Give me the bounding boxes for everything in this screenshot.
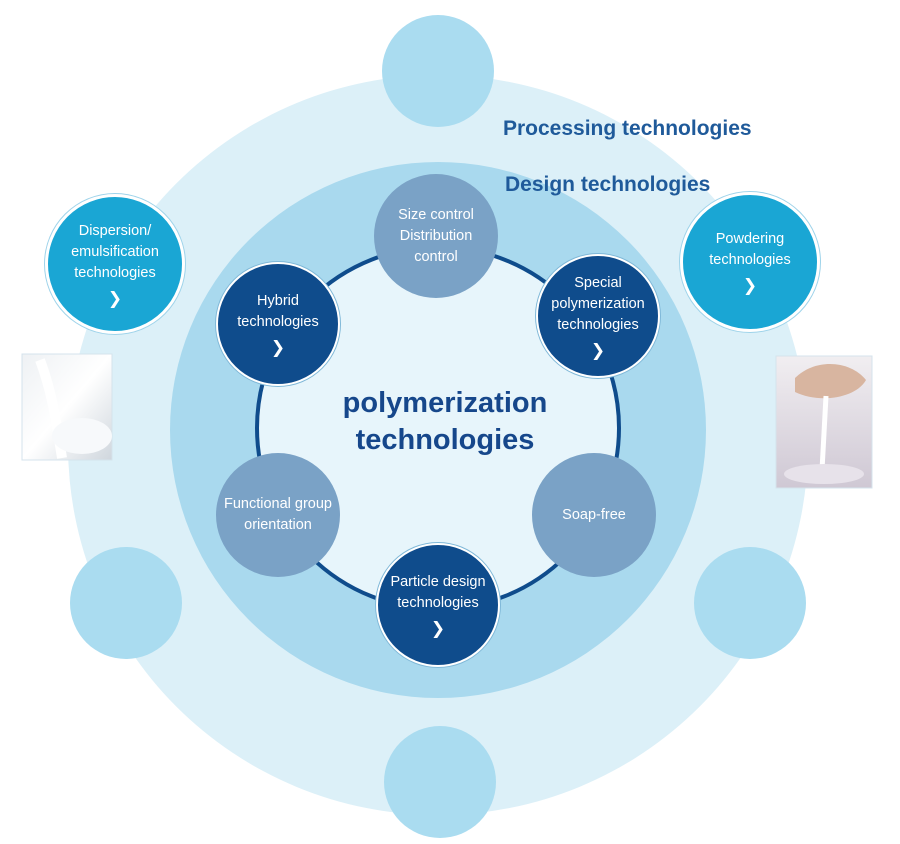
chevron-right-icon: ❯: [590, 340, 606, 360]
node-size-control: Size control Distribution control: [374, 174, 498, 298]
center-title-line1: polymerization: [342, 387, 548, 419]
node-label: Size control Distribution control: [398, 206, 474, 265]
empty-node-bottom: [384, 726, 496, 838]
powder-photo: [775, 355, 873, 489]
design-technologies-label: Design technologies: [505, 173, 711, 196]
milk-photo: [21, 353, 113, 461]
empty-node-left: [70, 547, 182, 659]
chevron-right-icon: ❯: [270, 338, 286, 357]
node-label: Functional group orientation: [223, 496, 332, 533]
center-title: polymerization technologies: [330, 385, 560, 459]
center-title-line2: technologies: [355, 424, 535, 456]
node-label: Special polymerization technologies: [551, 274, 645, 333]
chevron-right-icon: ❯: [107, 288, 123, 308]
node-particle-design[interactable]: Particle design technologies ❯: [376, 543, 500, 667]
node-soap-free: Soap-free: [532, 453, 656, 577]
node-label: Particle design technologies: [390, 574, 486, 611]
node-label: Dispersion/ emulsification technologies: [71, 222, 159, 281]
empty-node-right: [694, 547, 806, 659]
node-functional-group: Functional group orientation: [216, 453, 340, 577]
chevron-right-icon: ❯: [430, 619, 446, 638]
node-hybrid[interactable]: Hybrid technologies ❯: [216, 262, 340, 386]
chevron-right-icon: ❯: [742, 276, 758, 295]
node-special-polymerization[interactable]: Special polymerization technologies ❯: [536, 254, 660, 378]
empty-node-top: [382, 15, 494, 127]
node-powdering[interactable]: Powdering technologies ❯: [680, 192, 820, 332]
processing-technologies-label: Processing technologies: [503, 117, 752, 140]
node-label: Hybrid technologies: [237, 293, 319, 330]
node-label: Powdering technologies: [709, 231, 791, 268]
node-label: Soap-free: [562, 506, 626, 523]
node-dispersion-emulsification[interactable]: Dispersion/ emulsification technologies …: [45, 194, 185, 334]
